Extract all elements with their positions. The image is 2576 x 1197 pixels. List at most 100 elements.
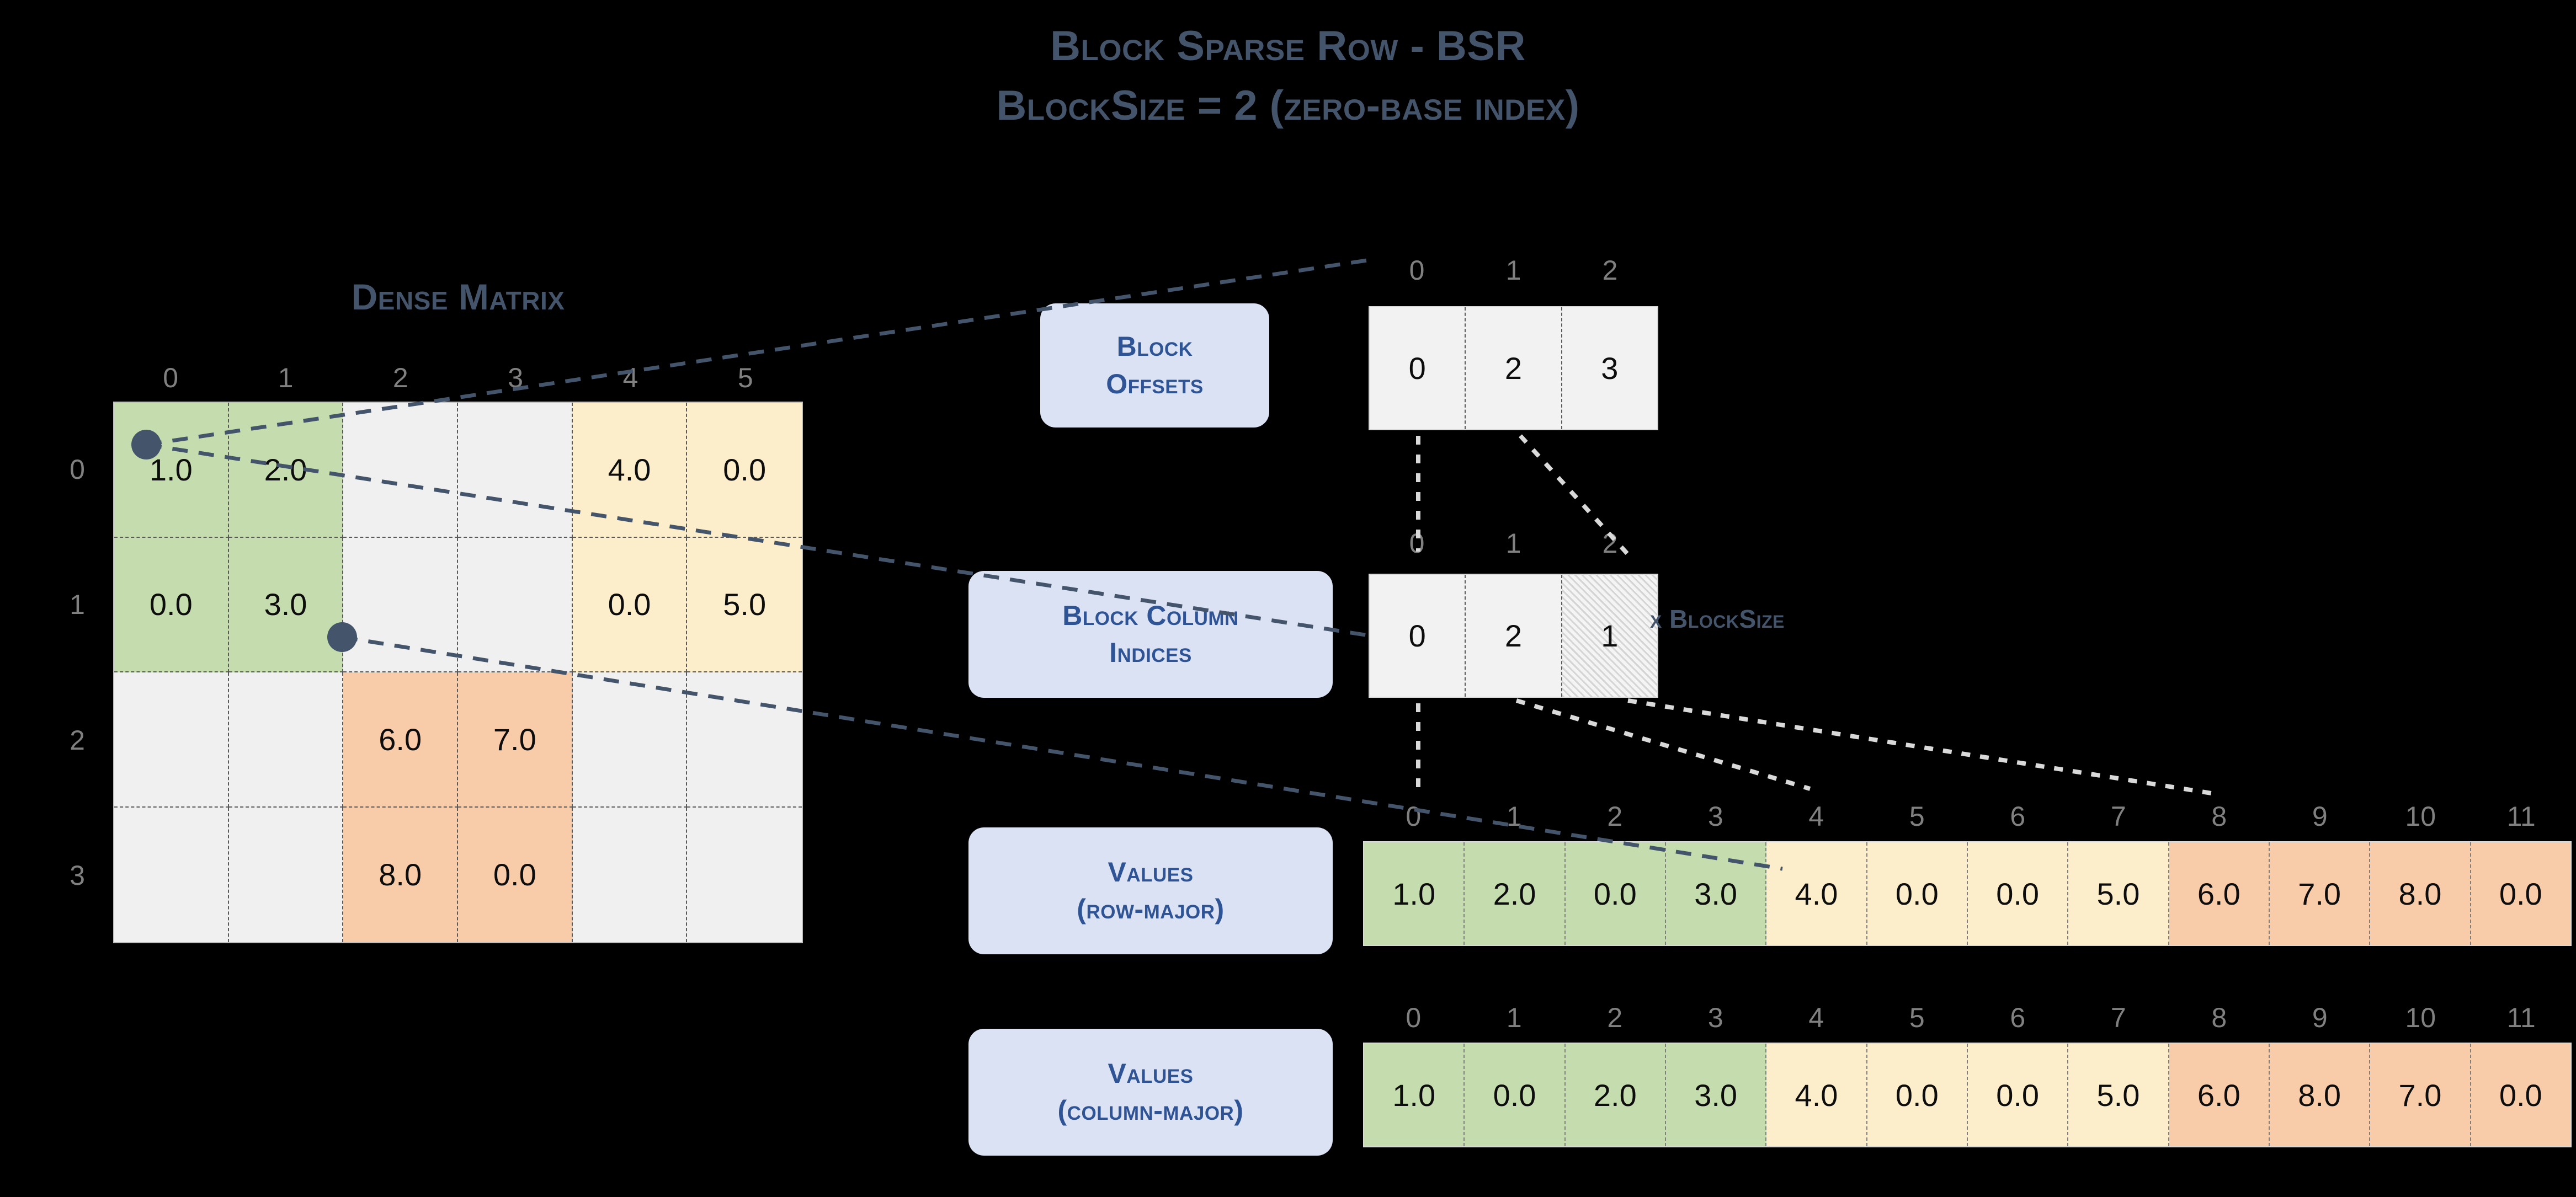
block-column-indices-cell-1: 2	[1466, 575, 1562, 697]
values-row-major-label-line-2: (row-major)	[1077, 894, 1225, 925]
block-column-indices-label-line-2: Indices	[1109, 637, 1192, 668]
dense-matrix-cell-r3-c0	[114, 807, 229, 942]
block-offsets-label-line-1: Block	[1116, 331, 1193, 362]
block-offsets-index-label-0: 0	[1409, 255, 1425, 286]
dense-matrix-cell-r2-c5	[687, 672, 802, 808]
connector-bci-2-to-values-8	[1627, 698, 2219, 797]
dense-matrix-title: Dense Matrix	[351, 276, 565, 317]
block-offsets-index-label-2: 2	[1602, 255, 1618, 286]
block-column-indices-label-line-1: Block Column	[1062, 600, 1239, 631]
dense-matrix-cell-r1-c2	[343, 537, 458, 672]
dense-matrix-cell-r2-c0	[114, 672, 229, 808]
block-offsets-label-line-2: Offsets	[1106, 368, 1204, 399]
dense-matrix-col-label-0: 0	[163, 362, 179, 393]
dense-matrix-row-label-2: 2	[70, 724, 85, 756]
values-row-major-cell-11: 0.0	[2471, 842, 2570, 945]
values-row-major-cell-10: 8.0	[2370, 842, 2471, 945]
values-column-major-cell-5: 0.0	[1867, 1044, 1968, 1146]
dense-matrix-cell-r1-c1: 3.0	[228, 537, 344, 672]
block-offsets-cell-0: 0	[1370, 307, 1466, 429]
page-title: Block Sparse Row - BSR BlockSize = 2 (ze…	[0, 17, 2576, 136]
values-row-major-index-label-1: 1	[1506, 801, 1522, 832]
values-row-major-index-label-3: 3	[1707, 801, 1723, 832]
dense-matrix-cell-r1-c4: 0.0	[572, 537, 688, 672]
values-row-major-cell-2: 0.0	[1565, 842, 1666, 945]
values-row-major-index-label-5: 5	[1909, 801, 1925, 832]
values-row-major-index-label-0: 0	[1406, 801, 1422, 832]
values-column-major-index-label-11: 11	[2506, 1002, 2536, 1033]
dense-matrix-cell-r2-c1	[228, 672, 344, 808]
dense-matrix-cell-r3-c4	[572, 807, 688, 942]
values-column-major-cell-0: 1.0	[1364, 1044, 1465, 1146]
blocksize-multiplier-note: x BlockSize	[1650, 605, 1785, 633]
values-row-major-cell-3: 3.0	[1665, 842, 1767, 945]
values-column-major-index-label-1: 1	[1506, 1002, 1522, 1033]
dense-matrix-cell-r2-c2: 6.0	[343, 672, 458, 808]
values-row-major-label-line-1: Values	[1108, 856, 1194, 888]
connector-bci-1-to-values-4	[1515, 698, 1811, 791]
block-offsets-index-labels: 0 1 2	[1369, 254, 1658, 287]
values-column-major-cell-10: 7.0	[2370, 1044, 2471, 1146]
values-row-major-index-label-9: 9	[2312, 801, 2328, 832]
values-row-major-cell-1: 2.0	[1465, 842, 1566, 945]
dense-matrix-cell-r0-c2	[343, 403, 458, 538]
dense-matrix-col-label-1: 1	[278, 362, 294, 393]
values-column-major-index-label-3: 3	[1707, 1002, 1723, 1033]
dense-matrix-cell-r2-c4	[572, 672, 688, 808]
values-row-major-label: Values (row-major)	[968, 827, 1333, 954]
values-column-major-cell-8: 6.0	[2169, 1044, 2270, 1146]
values-column-major-label-line-1: Values	[1108, 1057, 1194, 1089]
dense-matrix-col-label-2: 2	[392, 362, 408, 393]
values-row-major-index-label-6: 6	[2010, 801, 2026, 832]
values-column-major-label: Values (column-major)	[968, 1029, 1333, 1156]
dense-matrix-cell-r0-c1: 2.0	[228, 403, 344, 538]
values-column-major-cell-4: 4.0	[1766, 1044, 1867, 1146]
block-column-indices-cell-0: 0	[1370, 575, 1466, 697]
values-column-major-index-label-6: 6	[2010, 1002, 2026, 1033]
values-column-major-index-label-7: 7	[2110, 1002, 2126, 1033]
dense-matrix-cell-r1-c5: 5.0	[687, 537, 802, 672]
dense-matrix-row-label-1: 1	[70, 589, 85, 621]
dense-matrix-cell-r0-c0: 1.0	[114, 403, 229, 538]
values-column-major-cell-6: 0.0	[1967, 1044, 2069, 1146]
dense-matrix-row-label-3: 3	[70, 860, 85, 891]
values-column-major-cell-3: 3.0	[1665, 1044, 1767, 1146]
values-column-major-cell-7: 5.0	[2068, 1044, 2169, 1146]
values-row-major-cell-9: 7.0	[2269, 842, 2371, 945]
values-row-major-index-label-11: 11	[2506, 801, 2536, 832]
block-offsets-index-label-1: 1	[1505, 255, 1521, 286]
dense-matrix-col-label-4: 4	[622, 362, 638, 393]
block-column-indices-index-label-0: 0	[1409, 528, 1425, 559]
title-line-2: BlockSize = 2 (zero-base index)	[996, 82, 1580, 129]
values-column-major-index-label-10: 10	[2405, 1002, 2436, 1033]
values-column-major-cell-9: 8.0	[2269, 1044, 2371, 1146]
values-row-major-index-label-8: 8	[2211, 801, 2227, 832]
values-column-major-index-label-5: 5	[1909, 1002, 1925, 1033]
block-column-indices-index-label-1: 1	[1505, 528, 1521, 559]
values-row-major-cell-4: 4.0	[1766, 842, 1867, 945]
values-row-major-index-label-4: 4	[1808, 801, 1824, 832]
dense-matrix-cell-r0-c5: 0.0	[687, 403, 802, 538]
dense-matrix-col-label-3: 3	[508, 362, 524, 393]
dense-matrix-cell-r3-c3: 0.0	[458, 807, 573, 942]
dense-matrix-col-label-5: 5	[737, 362, 753, 393]
dense-matrix-cell-r1-c3	[458, 537, 573, 672]
block-column-indices-label: Block Column Indices	[968, 571, 1333, 698]
values-column-major-cell-1: 0.0	[1465, 1044, 1566, 1146]
block-column-indices-cell-2: 1	[1562, 575, 1657, 697]
values-column-major-cell-11: 0.0	[2471, 1044, 2570, 1146]
block-offsets-label: Block Offsets	[1040, 303, 1269, 428]
block-offsets-cell-2: 3	[1562, 307, 1657, 429]
values-column-major-label-line-2: (column-major)	[1057, 1095, 1244, 1126]
dense-matrix-cell-r3-c2: 8.0	[343, 807, 458, 942]
values-row-major-cell-0: 1.0	[1364, 842, 1465, 945]
values-row-major-cell-5: 0.0	[1867, 842, 1968, 945]
dense-matrix-cell-r2-c3: 7.0	[458, 672, 573, 808]
values-column-major-cell-2: 2.0	[1565, 1044, 1666, 1146]
values-row-major-cell-8: 6.0	[2169, 842, 2270, 945]
